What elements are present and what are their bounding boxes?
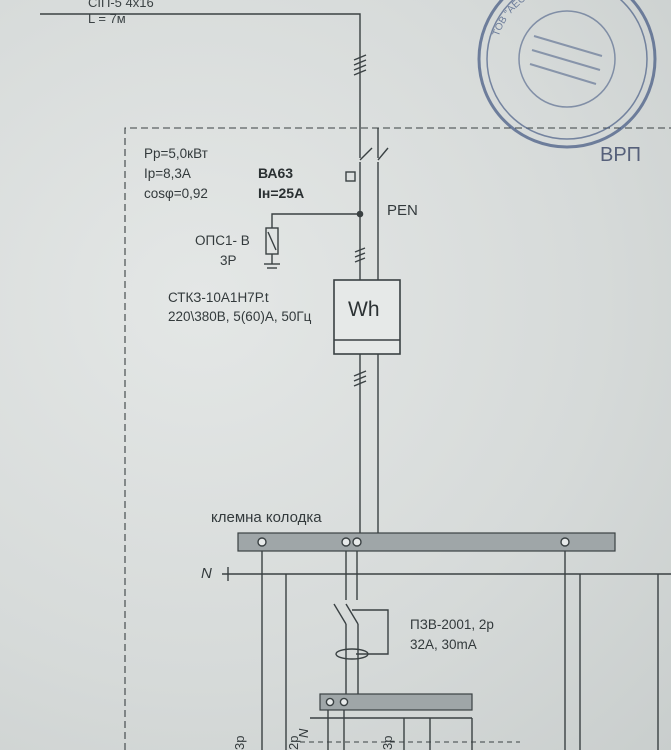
bottom-circuit-label-1: 3р	[232, 735, 247, 750]
feeder-cable-label: СІП-5 4х16	[88, 0, 154, 10]
meter-feed-ticks	[354, 247, 366, 263]
feeder-length-label: L = 7м	[88, 11, 126, 26]
load-power-label: Рр=5,0кВт	[144, 146, 208, 161]
meter-spec-label: 220\380В, 5(60)А, 50Гц	[168, 309, 312, 324]
energy-meter-box	[333, 279, 401, 355]
rcd-spec-label: 32А, 30mA	[410, 637, 477, 652]
secondary-terminal-screws	[325, 697, 349, 707]
meter-model-label: СТКЗ-10А1Н7Р.t	[168, 290, 269, 305]
bottom-circuit-label-3: 3р	[380, 735, 395, 750]
feeder-cable-line	[40, 13, 361, 128]
surge-protector-type-label: ОПС1- В	[195, 233, 250, 248]
stamp-label: ВРП	[600, 144, 642, 166]
meter-output-ticks	[353, 370, 367, 387]
feeder-cable-ticks	[353, 54, 367, 76]
load-cos-label: cosφ=0,92	[144, 186, 208, 201]
rcd-model-label: ПЗВ-2001, 2р	[410, 617, 494, 632]
stamp-ring-text: ТОВ "АЕС Рівнеобленерго"	[491, 0, 606, 38]
surge-protector-symbol	[264, 227, 280, 269]
rcd-symbol	[333, 603, 389, 694]
surge-protector-poles-label: 3Р	[220, 253, 237, 268]
circuit-breaker-symbol	[345, 147, 389, 280]
breaker-type-label: ВА63	[258, 165, 294, 181]
terminal-screws	[257, 537, 570, 547]
enclosure-dashed-border	[124, 127, 671, 750]
neutral-bus-label: N	[201, 565, 212, 582]
meter-symbol: Wh	[348, 298, 380, 321]
secondary-terminal-block	[319, 693, 473, 711]
pen-label: PEN	[387, 202, 418, 219]
breaker-rating-label: Ін=25А	[258, 185, 305, 201]
bottom-circuit-label-n: N	[296, 728, 311, 738]
terminal-block-label: клемна колодка	[211, 509, 322, 526]
load-current-label: Ір=8,3А	[144, 166, 191, 181]
terminal-block	[237, 532, 616, 552]
official-stamp: ТОВ "АЕС Рівнеобленерго"	[477, 0, 657, 149]
surge-protector-wire	[271, 213, 360, 228]
